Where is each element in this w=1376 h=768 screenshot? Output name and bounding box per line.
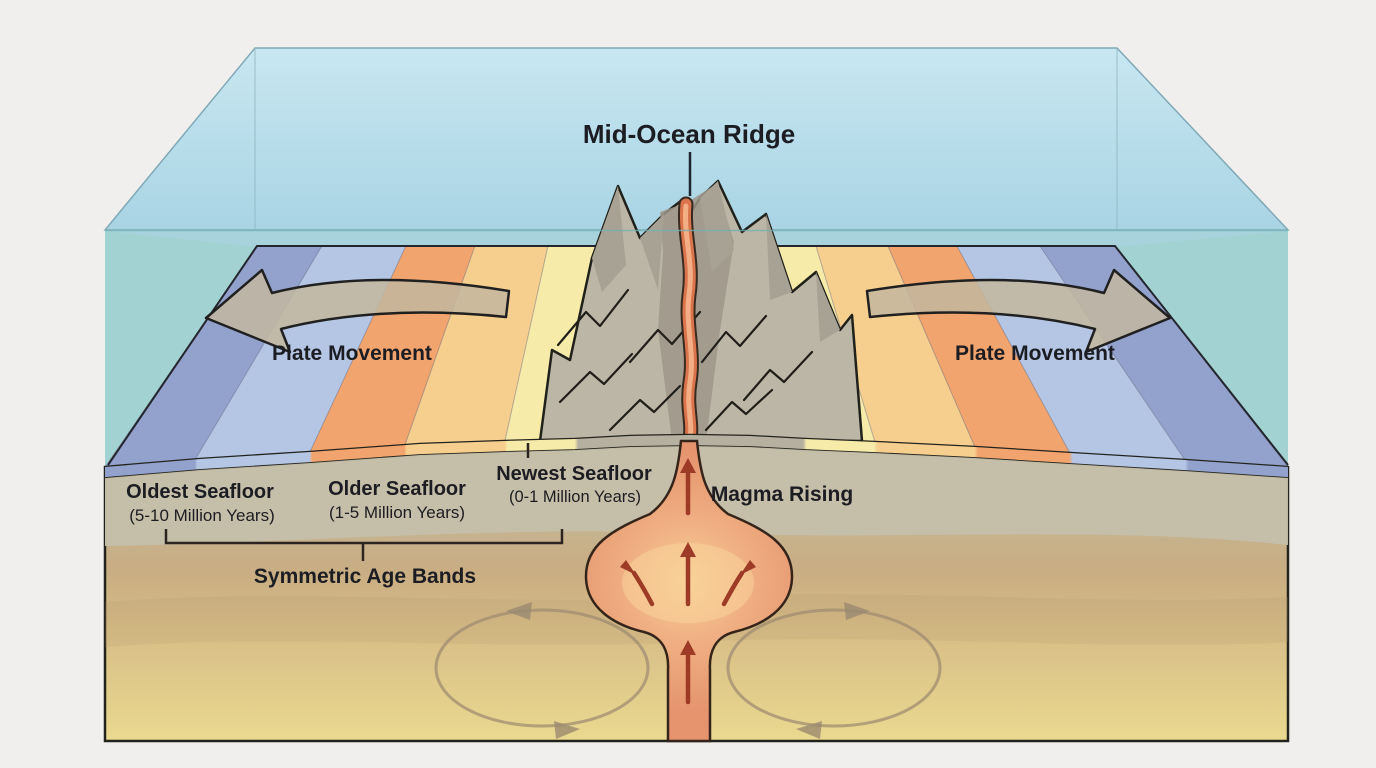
magma-arrowhead [680,458,696,473]
labels: Mid-Ocean Ridge Plate Movement Plate Mov… [126,119,1115,588]
newest-seafloor-label: Newest Seafloor [496,463,652,485]
magma-rising-label: Magma Rising [711,483,853,506]
convection-arrowhead [844,602,870,620]
magma-arrows [620,458,756,705]
older-seafloor-label: Older Seafloor [328,478,466,500]
mountain-ridgelines [556,288,814,432]
magma-arrow-left [631,570,655,607]
band-edge-strip [105,435,1288,478]
convection-arrowhead [554,721,580,739]
plate-movement-arrow-right [865,268,1172,354]
plate-movement-left-label: Plate Movement [272,342,432,365]
convection-arrowhead [506,602,532,620]
water-side-left [105,231,257,467]
magma-arrowhead [680,542,696,557]
symmetric-age-bands-label: Symmetric Age Bands [254,565,476,588]
convection-cell-left [434,608,650,728]
annotation-lines [164,152,692,561]
oldest-seafloor-label: Oldest Seafloor [126,481,274,503]
magma-arrowhead [680,640,696,655]
ridge-mountains [538,179,864,449]
water-side-right [1115,231,1288,467]
magma-rift [677,196,699,449]
magma-arrowhead [740,560,756,575]
plate-movement-arrow-left [204,268,511,354]
plate-movement-arrows [204,268,1172,354]
plate-movement-right-label: Plate Movement [955,342,1115,365]
convection-cells [434,602,942,739]
magma-arrowhead [620,560,636,575]
title-label: Mid-Ocean Ridge [583,119,795,149]
magma-arrow-right [721,570,745,607]
older-seafloor-age: (1-5 Million Years) [329,503,465,522]
newest-seafloor-age: (0-1 Million Years) [509,488,641,506]
mountain-shadows [592,181,840,342]
oldest-seafloor-age: (5-10 Million Years) [129,506,275,525]
convection-arrowhead [796,721,822,739]
convection-cell-right [726,608,942,728]
